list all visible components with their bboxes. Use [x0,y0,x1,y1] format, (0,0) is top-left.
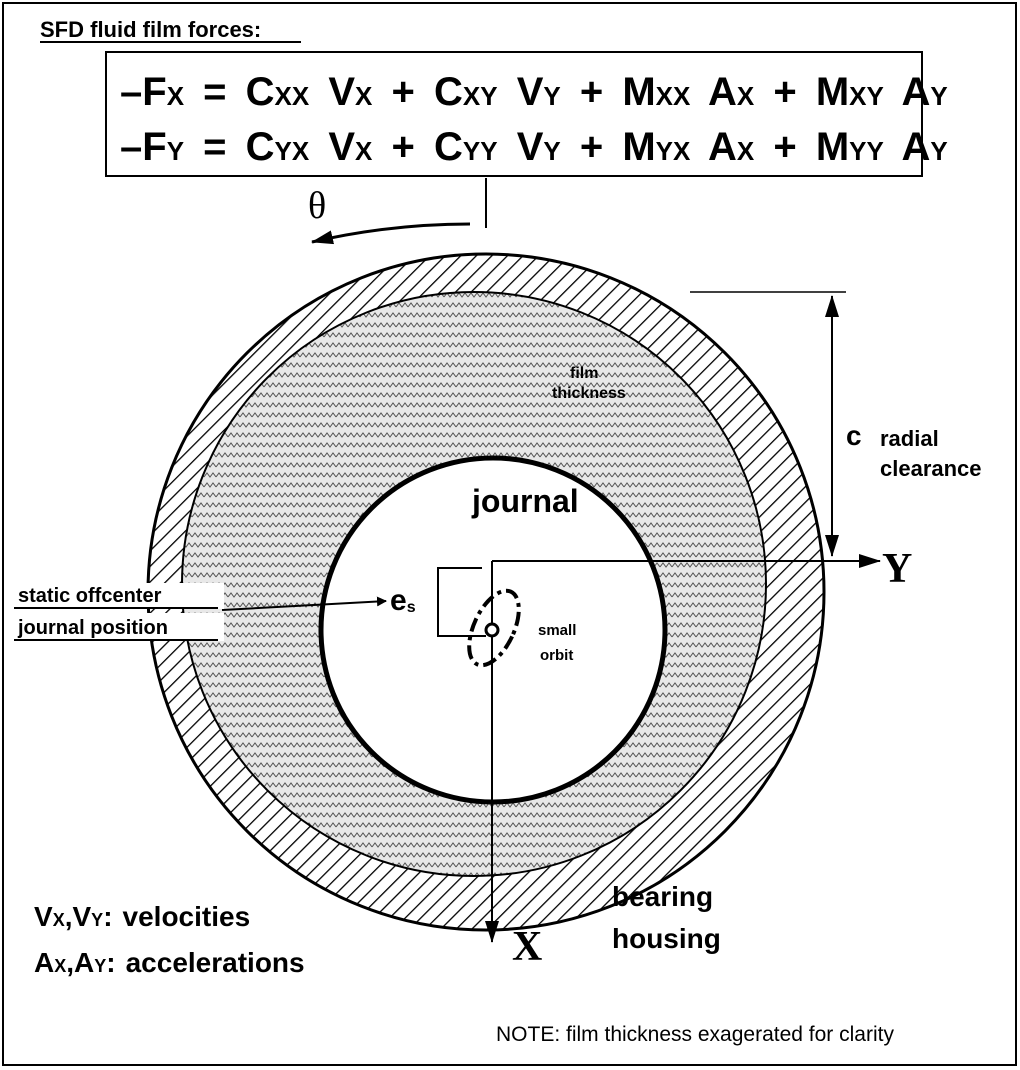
static-label-bg-1 [14,583,224,609]
small-orbit-ellipse [467,588,521,668]
eccentricity-bracket [437,567,486,637]
note-label: NOTE: film thickness exagerated for clar… [496,1023,894,1046]
legend-velocities: VX,VY:velocities [34,901,250,932]
film-thickness-label-2: thickness [552,385,626,402]
clearance-symbol: c [846,420,862,451]
equation-x: –FX = CXX VX + CXY VY + MXX AX + MXY AY [120,70,948,114]
x-axis-label: X [512,924,542,970]
equation-box [105,51,923,177]
static-label-1: static offcenter [18,585,162,607]
journal-center [484,622,500,638]
film-thickness-label-1: film [570,365,598,382]
theta-label: θ [308,185,326,227]
legend-accelerations: AX,AY:accelerations [34,947,305,978]
bearing-label-2: housing [612,923,721,954]
eccentricity-symbol: es [390,584,416,617]
journal-label: journal [471,483,579,519]
static-label-bg-2 [14,613,224,641]
equation-y: –FY = CYX VX + CYY VY + MYX AX + MYY AY [120,125,948,169]
orbit-label-1: small [538,622,576,639]
clearance-label-1: radial [880,426,939,451]
theta-arrow [311,222,471,245]
clearance-label-2: clearance [880,456,982,481]
static-label-2: journal position [17,617,168,639]
static-offcenter-arrow [221,596,387,611]
bearing-label-1: bearing [612,881,713,912]
header-label: SFD fluid film forces: [40,17,261,42]
orbit-label-2: orbit [540,647,573,664]
y-axis-label: Y [882,546,912,592]
